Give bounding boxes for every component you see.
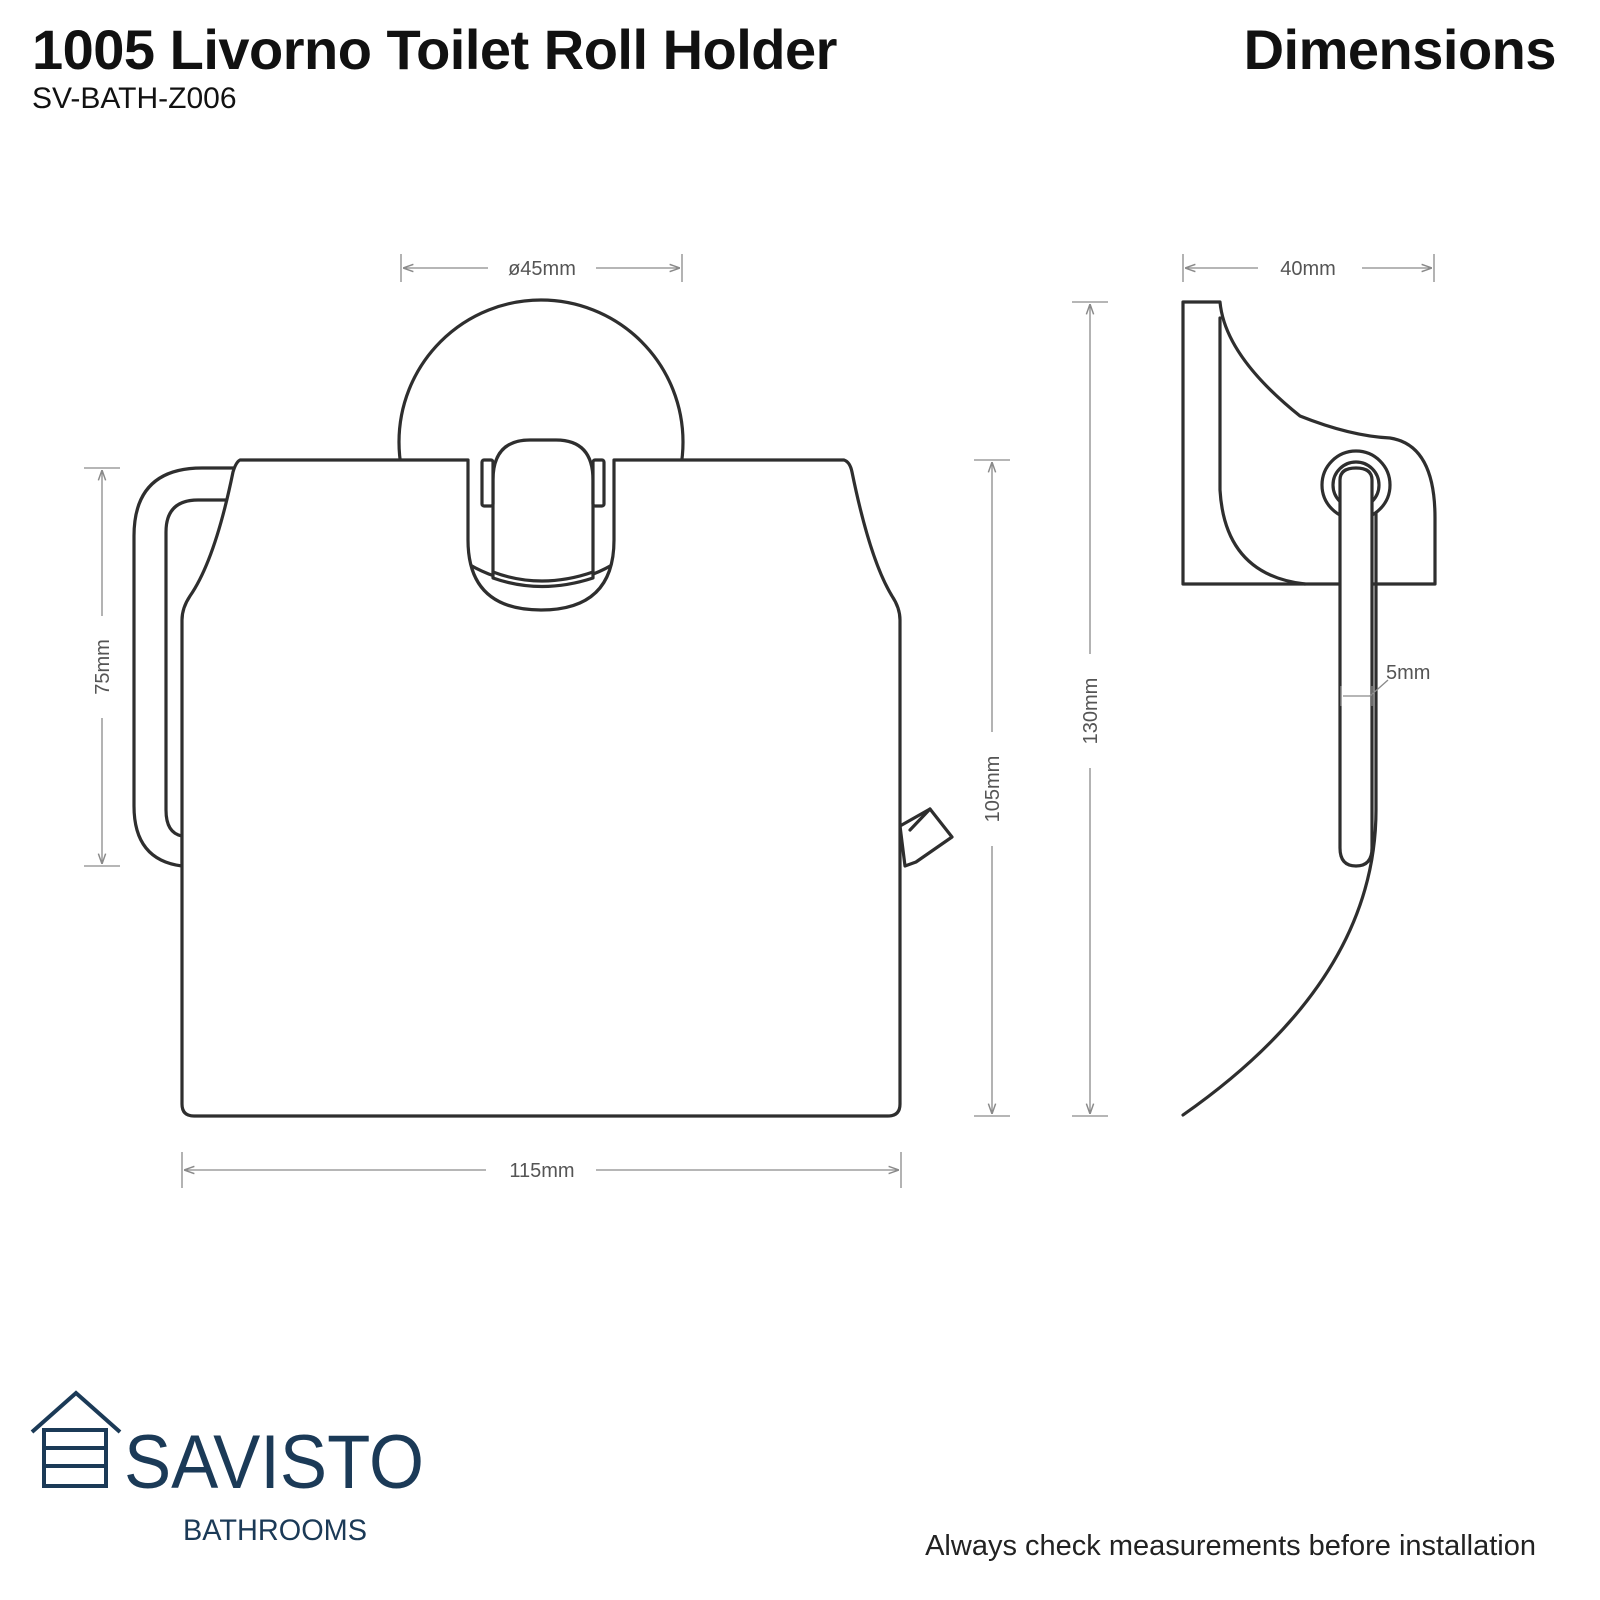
side-view: [1181, 300, 1437, 1117]
roll-arm: [132, 466, 242, 868]
brand-subtitle: BATHROOMS: [183, 1514, 367, 1547]
product-code: SV-BATH-Z006: [32, 82, 237, 115]
hinge-pin-left: [480, 458, 495, 508]
arm-pin: [898, 807, 954, 868]
page-title: 1005 Livorno Toilet Roll Holder: [32, 18, 837, 81]
brand-logo: SAVISTO BATHROOMS: [30, 1390, 424, 1547]
hinge-pin-right: [591, 458, 606, 508]
brand-name: SAVISTO: [124, 1420, 424, 1505]
hinge-block: [491, 438, 595, 589]
dim-label-overall-height: 130mm: [1080, 678, 1102, 745]
dim-label-thickness: 5mm: [1386, 662, 1430, 684]
installation-note: Always check measurements before install…: [925, 1530, 1536, 1562]
cover-flap: [1181, 498, 1378, 1117]
house-icon: [30, 1390, 122, 1488]
arm-rod: [1338, 466, 1374, 868]
dim-label-arm-height: 75mm: [92, 639, 114, 695]
cover-body: [180, 458, 902, 1118]
dim-label-cover-height: 105mm: [982, 756, 1004, 823]
dim-label-diameter: ø45mm: [508, 258, 576, 280]
front-view: [132, 298, 954, 1118]
dimensions-heading: Dimensions: [1243, 18, 1557, 81]
dim-label-overall-width: 115mm: [509, 1160, 574, 1182]
dim-label-depth: 40mm: [1280, 258, 1336, 280]
dimension-lines: [84, 254, 1435, 1188]
